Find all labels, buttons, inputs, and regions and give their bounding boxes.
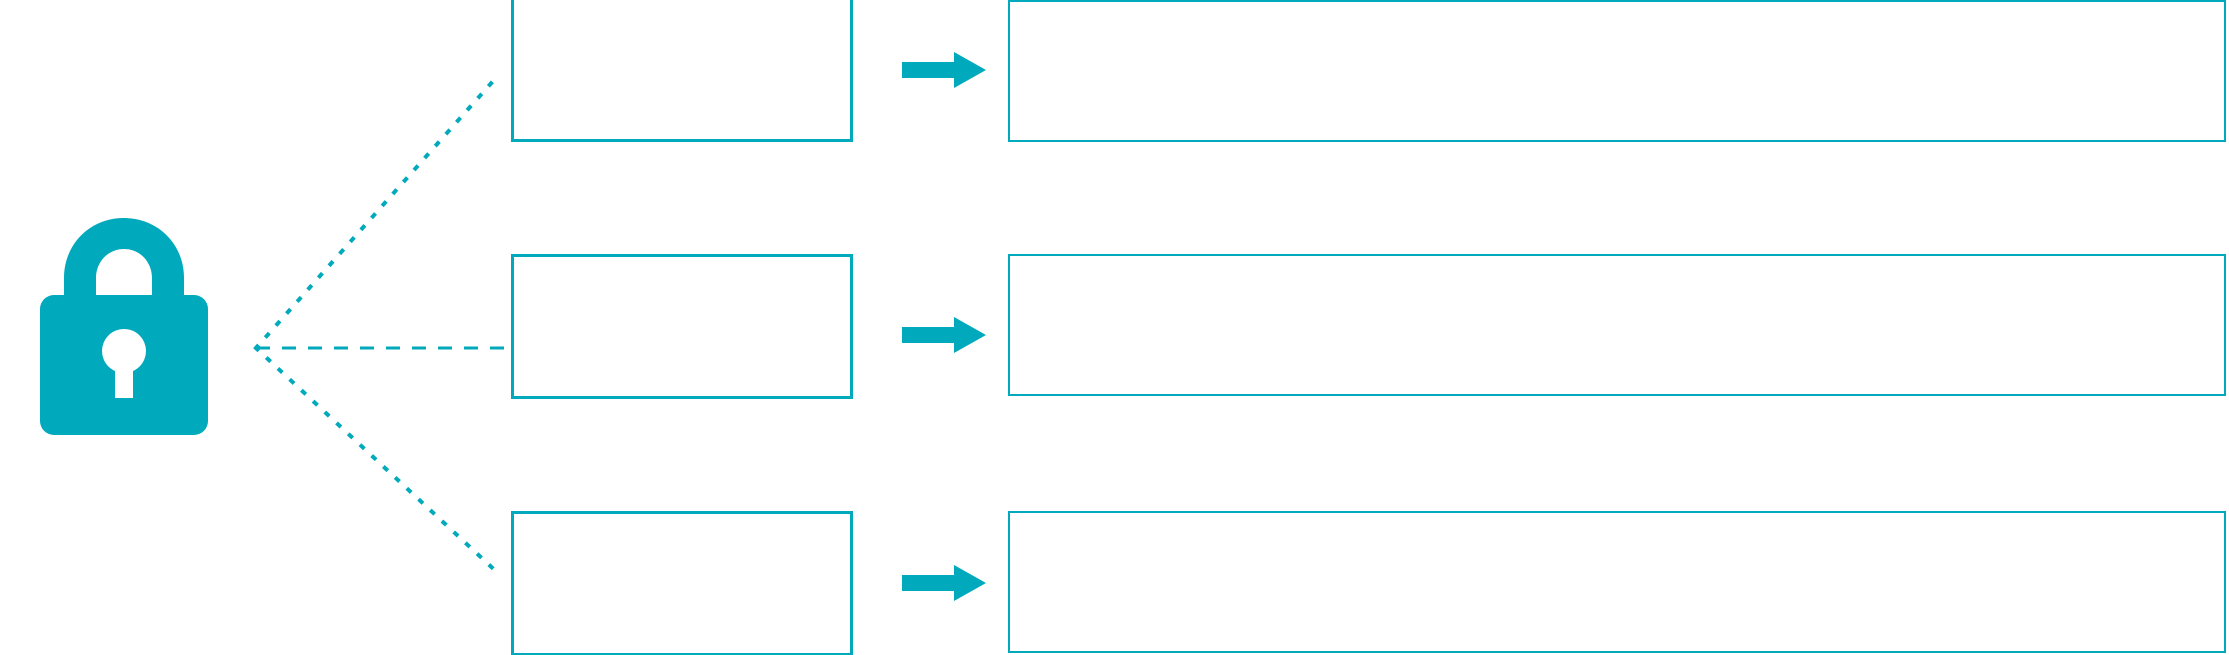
left-box-row-1[interactable] <box>511 0 853 142</box>
left-box-row-2[interactable] <box>511 254 853 399</box>
connector-line-row-3 <box>253 345 503 578</box>
right-arrow-icon <box>902 52 986 88</box>
right-box-row-2-label <box>1010 256 2224 394</box>
right-box-row-2[interactable] <box>1008 254 2226 396</box>
left-box-row-1-label <box>514 0 850 139</box>
right-box-row-1[interactable] <box>1008 0 2226 142</box>
arrow-row-2 <box>902 317 986 353</box>
connector-line-row-1 <box>253 77 497 351</box>
left-box-row-3[interactable] <box>511 511 853 655</box>
right-box-row-3[interactable] <box>1008 511 2226 653</box>
right-box-row-1-label <box>1010 2 2224 140</box>
right-arrow-icon <box>902 317 986 353</box>
arrow-row-1 <box>902 52 986 88</box>
lock-icon <box>40 218 208 435</box>
source-node <box>40 218 208 435</box>
arrow-row-3 <box>902 565 986 601</box>
left-box-row-3-label <box>514 514 850 653</box>
right-arrow-icon <box>902 565 986 601</box>
right-box-row-3-label <box>1010 513 2224 651</box>
left-box-row-2-label <box>514 257 850 396</box>
